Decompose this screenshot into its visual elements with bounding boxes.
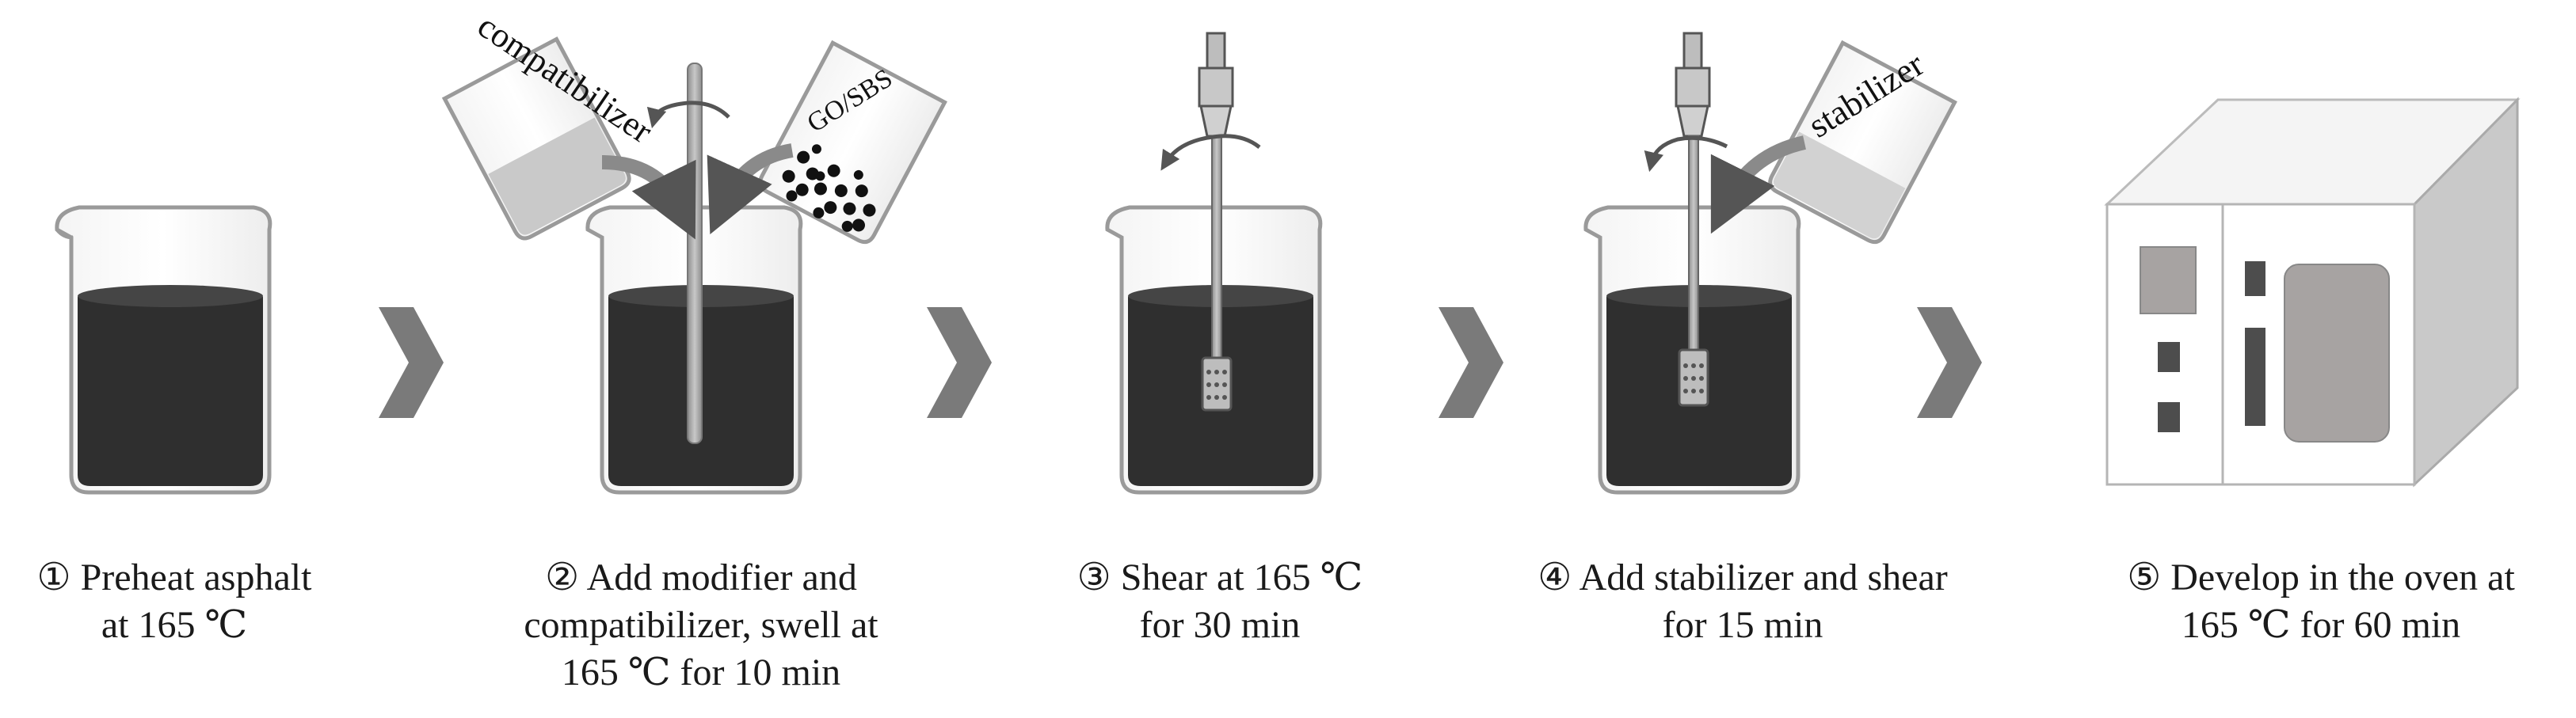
caption-line: Add stabilizer and shear [1579, 557, 1948, 598]
step-1-caption: ① Preheat asphalt at 165 ℃ [16, 554, 333, 649]
caption-line: at 165 ℃ [101, 604, 248, 646]
rotate-ccw-icon [646, 101, 730, 129]
caption-line: Add modifier and [586, 557, 857, 598]
step-4-caption: ④ Add stabilizer and shear for 15 min [1505, 554, 1980, 649]
shear-mixer-icon [1675, 32, 1711, 407]
modifier-beaker [758, 40, 947, 245]
step-3-caption: ③ Shear at 165 ℃ for 30 min [1046, 554, 1394, 649]
rotate-ccw-icon [1160, 134, 1261, 171]
caption-line: for 15 min [1662, 604, 1823, 646]
stabilizer-beaker [1768, 40, 1957, 245]
compatibilizer-beaker [441, 36, 631, 241]
chevron-right-icon [379, 307, 444, 418]
pour-arrow-stabilizer [1710, 135, 1807, 234]
chevron-right-icon [927, 307, 992, 418]
step-number: ⑤ [2127, 557, 2162, 598]
step-number: ② [545, 557, 580, 598]
step-5-caption: ⑤ Develop in the oven at 165 ℃ for 60 mi… [2091, 554, 2551, 649]
rotate-ccw-icon [1644, 135, 1728, 173]
caption-line: compatibilizer, swell at [524, 604, 878, 646]
step-number: ④ [1538, 557, 1572, 598]
pour-arrow-compatibilizer [601, 155, 696, 240]
caption-line: Preheat asphalt [80, 557, 312, 598]
caption-line: 165 ℃ for 60 min [2181, 604, 2461, 646]
oven-icon [2104, 97, 2521, 488]
step-number: ③ [1077, 557, 1111, 598]
chevron-right-icon [1917, 307, 1982, 418]
chevron-right-icon [1439, 307, 1503, 418]
stirring-rod [687, 63, 703, 444]
caption-line: Shear at 165 ℃ [1120, 557, 1363, 598]
caption-line: Develop in the oven at [2170, 557, 2515, 598]
caption-line: for 30 min [1139, 604, 1301, 646]
step-number: ① [36, 557, 71, 598]
caption-line: 165 ℃ for 10 min [561, 652, 841, 693]
step-2-caption: ② Add modifier and compatibilizer, swell… [515, 554, 887, 697]
pour-arrow-modifier [707, 143, 794, 234]
beaker-step-1 [55, 205, 272, 495]
shear-mixer-icon [1198, 32, 1234, 412]
